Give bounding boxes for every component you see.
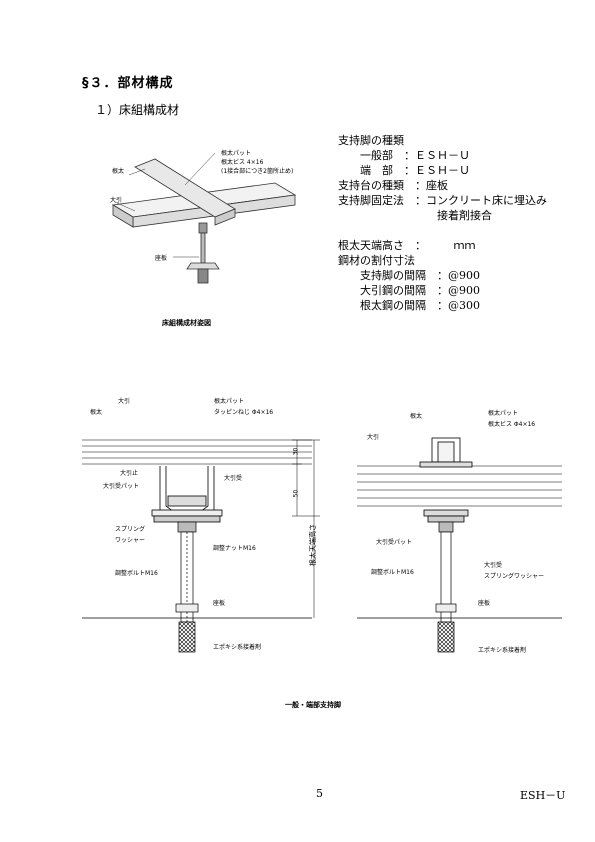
spec-row: 鋼材の割付寸法 bbox=[338, 253, 547, 268]
spec-value: ：@300 bbox=[437, 299, 480, 312]
side-label-obiki-uke-pad: 大引受パット bbox=[376, 539, 413, 546]
front-dim-30: 30 bbox=[292, 447, 300, 456]
spec-row: 支持脚の間隔 ：@900 bbox=[338, 268, 547, 283]
front-neda-lines bbox=[82, 439, 312, 465]
front-dimensions bbox=[292, 439, 320, 618]
spec-row: 支持脚固定法 ：コンクリート床に埋込み bbox=[338, 193, 547, 208]
spec-label: 鋼材の割付寸法 bbox=[338, 254, 415, 267]
iso-support bbox=[186, 222, 220, 284]
front-label-epoxy: エポキシ系接着剤 bbox=[213, 644, 262, 651]
spec-label: 端 部 bbox=[338, 164, 404, 177]
spec-value: ｍｍ bbox=[420, 239, 476, 252]
iso-label-neda-screw: 根太ビス 4×16 bbox=[221, 159, 264, 166]
front-label-bolt: 調整ボルトM16 bbox=[115, 570, 158, 577]
side-label-obiki: 大引 bbox=[367, 434, 380, 441]
iso-label-obiki: 大引 bbox=[110, 197, 123, 204]
spec-label: 支持脚固定法 bbox=[338, 194, 415, 207]
spec-value: ：@900 bbox=[437, 269, 480, 282]
spec-label: 一般部 bbox=[338, 149, 404, 162]
page-number: 5 bbox=[316, 787, 323, 800]
spec-value: ：ＥＳＨ－Ｕ bbox=[404, 149, 470, 162]
front-label-obiki-uke: 大引受 bbox=[224, 475, 243, 482]
spec-value: ：座板 bbox=[415, 179, 448, 192]
side-label-epoxy: エポキシ系接着剤 bbox=[478, 647, 527, 654]
front-label-spring2: ワッシャー bbox=[115, 537, 146, 544]
front-bolt bbox=[175, 521, 199, 653]
spec-row: 支持脚の種類 bbox=[338, 133, 547, 148]
subsection-title: １）床組構成材 bbox=[95, 103, 180, 117]
side-label-obiki-uke: 大引受 bbox=[484, 562, 503, 569]
side-bolt bbox=[435, 521, 457, 653]
iso-leaders bbox=[114, 152, 216, 258]
spec-value: ：ＥＳＨ－Ｕ bbox=[404, 164, 470, 177]
spec-label: 大引鋼の間隔 bbox=[338, 284, 437, 297]
side-label-zaban: 座板 bbox=[478, 600, 491, 607]
spec-label: 根太天端高さ ： bbox=[338, 239, 421, 252]
side-label-neda-pad: 根太パット bbox=[488, 410, 519, 417]
spec-list: 支持脚の種類 一般部 ：ＥＳＨ－Ｕ 端 部 ：ＥＳＨ－Ｕ 支持台の種類 ：座板 … bbox=[338, 133, 547, 313]
spec-value: 接着剤接合 bbox=[437, 209, 492, 222]
spec-row: 根太天端高さ ： ｍｍ bbox=[338, 238, 547, 253]
front-label-spring1: スプリング bbox=[115, 526, 146, 533]
spec-row: 根太鋼の間隔 ：@300 bbox=[338, 298, 547, 313]
iso-label-zaban: 座板 bbox=[155, 255, 168, 262]
iso-label-neda: 根太 bbox=[112, 168, 125, 175]
front-label-neda: 根太 bbox=[90, 409, 103, 416]
side-label-bolt: 調整ボルトM16 bbox=[371, 569, 414, 576]
spec-row: 一般部 ：ＥＳＨ－Ｕ bbox=[338, 148, 547, 163]
front-dim-height: 根太天端高さ bbox=[309, 524, 317, 566]
spec-label: 支持台の種類 bbox=[338, 179, 415, 192]
spec-label bbox=[338, 209, 437, 222]
side-label-neda: 根太 bbox=[410, 413, 423, 420]
front-label-zaban: 座板 bbox=[213, 600, 226, 607]
spec-value: ：@900 bbox=[437, 284, 480, 297]
spec-row: 大引鋼の間隔 ：@900 bbox=[338, 283, 547, 298]
side-label-spring: スプリングワッシャー bbox=[484, 573, 545, 580]
front-dim-50: 50 bbox=[292, 489, 300, 498]
front-label-neda-pad: 根太パット bbox=[214, 398, 245, 405]
spec-label: 支持脚の間隔 bbox=[338, 269, 437, 282]
spec-value: ：コンクリート床に埋込み bbox=[415, 194, 547, 207]
front-label-obiki: 大引 bbox=[118, 398, 131, 405]
iso-label-neda-screw-note: (1接合部につき2箇所止め) bbox=[221, 168, 294, 175]
side-obiki-uke bbox=[423, 509, 469, 523]
support-drawings bbox=[82, 437, 562, 653]
iso-caption: 床組構成材姿図 bbox=[162, 319, 211, 327]
iso-neda bbox=[134, 158, 236, 226]
front-obiki bbox=[159, 466, 215, 517]
front-obiki-uke bbox=[151, 495, 223, 523]
front-label-obiki-uke-pad: 大引受パット bbox=[103, 483, 140, 490]
spec-row bbox=[338, 223, 547, 238]
support-caption: 一般・端部支持脚 bbox=[285, 701, 341, 709]
side-label-neda-screw: 根太ビス Φ4×16 bbox=[488, 421, 536, 428]
spec-row: 接着剤接合 bbox=[338, 208, 547, 223]
spec-label: 根太鋼の間隔 bbox=[338, 299, 437, 312]
iso-drawing bbox=[111, 152, 297, 284]
side-neda bbox=[419, 437, 473, 468]
spec-label: 支持脚の種類 bbox=[338, 134, 404, 147]
side-neda-lines bbox=[357, 465, 562, 507]
section-title: §３．部材構成 bbox=[82, 76, 174, 91]
front-label-tapping: タッピンねじ Φ4×16 bbox=[214, 409, 274, 416]
spec-row: 支持台の種類 ：座板 bbox=[338, 178, 547, 193]
front-label-obiki-stop: 大引止 bbox=[120, 470, 139, 477]
doc-code: ESH－U bbox=[520, 789, 566, 802]
front-label-nut: 調整ナットM16 bbox=[213, 545, 256, 552]
spec-row: 端 部 ：ＥＳＨ－Ｕ bbox=[338, 163, 547, 178]
iso-label-neda-pad: 根太パット bbox=[221, 150, 252, 157]
